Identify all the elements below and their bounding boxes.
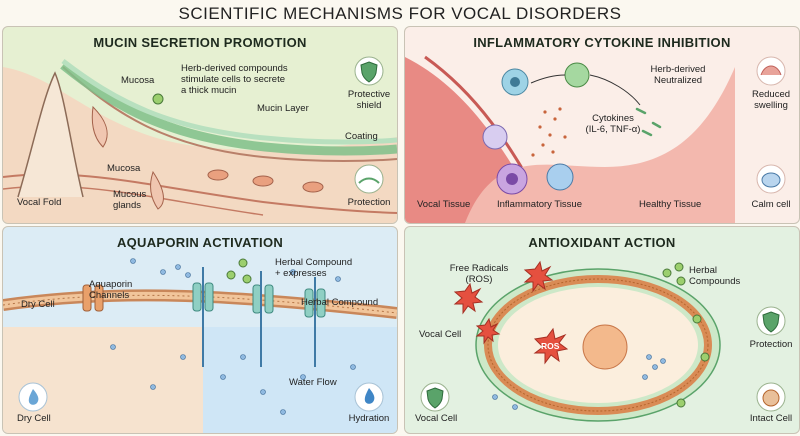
antioxidant-illustration bbox=[420, 260, 786, 422]
calm-cell-icon bbox=[756, 164, 786, 194]
aquaporin-illustration bbox=[3, 258, 397, 433]
swelling-icon bbox=[756, 56, 786, 86]
cytokines-label: Cytokines (IL-6, TNF-α) bbox=[585, 113, 641, 135]
healthy-tissue-label: Healthy Tissue bbox=[639, 199, 702, 210]
herb-neutralized-label: Herb-derived Neutralized bbox=[650, 64, 706, 86]
protection-icon bbox=[354, 164, 384, 194]
herb-compounds-label: Herb-derived compounds stimulate cells t… bbox=[181, 63, 288, 96]
reduced-swelling-label: Reduced swelling bbox=[751, 89, 791, 111]
hydration-label: Hydration bbox=[348, 413, 390, 424]
dry-cell-icon bbox=[18, 382, 48, 412]
dry-cell-top-label: Dry Cell bbox=[21, 299, 55, 310]
herbal-compound-expresses-label: Herbal Compound + expresses bbox=[275, 257, 353, 279]
mucin-layer-label: Mucin Layer bbox=[257, 103, 309, 114]
herbal-compounds-label: Herbal Compounds bbox=[689, 265, 741, 287]
mucin-title: MUCIN SECRETION PROMOTION bbox=[93, 35, 307, 50]
intact-cell-label: Intact Cell bbox=[749, 413, 793, 424]
vocal-tissue-label: Vocal Tissue bbox=[417, 199, 471, 210]
dry-cell-bottom-label: Dry Cell bbox=[17, 413, 51, 424]
herbal-compound-label: Herbal Compound bbox=[301, 297, 379, 308]
cytokine-panel: INFLAMMATORY CYTOKINE INHIBITION Herb-de… bbox=[404, 26, 800, 224]
water-flow-label: Water Flow bbox=[289, 377, 337, 388]
shield-icon bbox=[354, 56, 384, 86]
antioxidant-panel: ANTIOXIDANT ACTION Free Radicals (ROS) H… bbox=[404, 226, 800, 434]
free-radicals-label: Free Radicals (ROS) bbox=[449, 263, 509, 285]
mucin-panel: MUCIN SECRETION PROMOTION Mucosa Herb-de… bbox=[2, 26, 398, 224]
ros-burst bbox=[533, 327, 569, 365]
protective-shield-label: Protective shield bbox=[347, 89, 391, 111]
intact-cell-icon bbox=[756, 382, 786, 412]
inflammatory-tissue-label: Inflammatory Tissue bbox=[497, 199, 582, 210]
aquaporin-title: AQUAPORIN ACTIVATION bbox=[116, 235, 284, 250]
vocal-cell-label: Vocal Cell bbox=[419, 329, 462, 340]
antioxidant-title: ANTIOXIDANT ACTION bbox=[528, 235, 676, 250]
cytokine-illustration bbox=[405, 55, 786, 223]
vocal-cell-bottom-label: Vocal Cell bbox=[415, 413, 458, 424]
ros-label: ROS bbox=[541, 341, 560, 351]
mucous-glands-label: Mucous glands bbox=[113, 189, 147, 211]
coating-label: Coating bbox=[345, 131, 378, 142]
vocal-fold-label: Vocal Fold bbox=[17, 197, 62, 208]
protection-shield-icon bbox=[756, 306, 786, 336]
protection-label-2: Protection bbox=[749, 339, 793, 350]
hydration-icon bbox=[354, 382, 384, 412]
page-title: SCIENTIFIC MECHANISMS FOR VOCAL DISORDER… bbox=[178, 4, 622, 23]
mucin-illustration bbox=[3, 56, 397, 223]
calm-cell-label: Calm cell bbox=[751, 199, 791, 210]
mucosa-top-label: Mucosa bbox=[121, 75, 155, 86]
aquaporin-channels-label: Aquaporin Channels bbox=[89, 279, 133, 301]
mucosa-bottom-label: Mucosa bbox=[107, 163, 141, 174]
aquaporin-panel: AQUAPORIN ACTIVATION Dry Cell Aquaporin … bbox=[2, 226, 398, 434]
cytokine-title: INFLAMMATORY CYTOKINE INHIBITION bbox=[473, 35, 731, 50]
vocal-cell-shield-icon bbox=[420, 382, 450, 412]
protection-label: Protection bbox=[347, 197, 391, 208]
